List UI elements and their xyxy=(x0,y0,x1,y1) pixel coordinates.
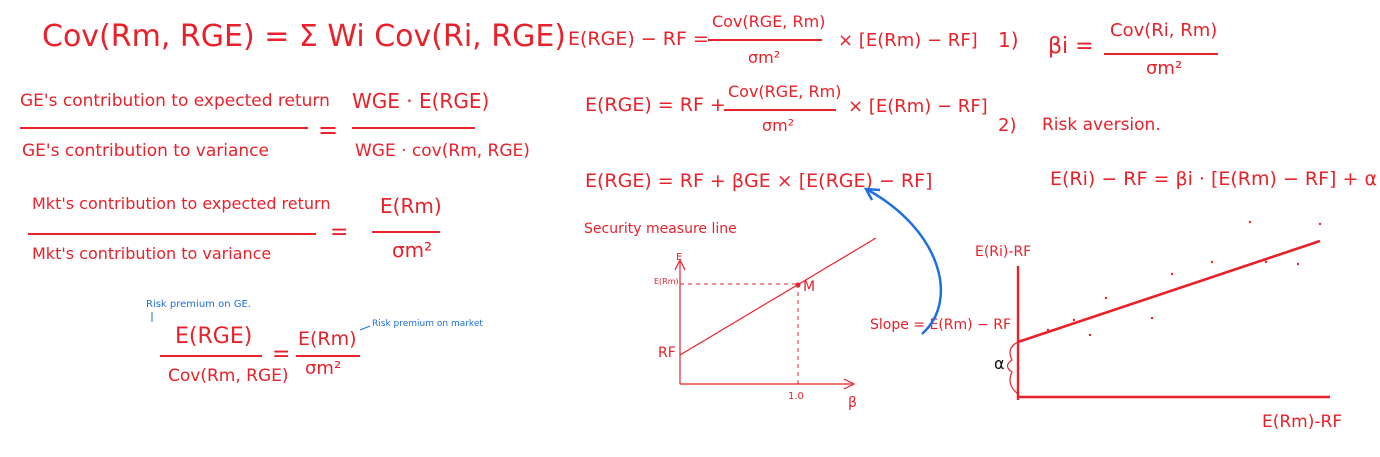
beta-variance-denominator: σm² xyxy=(1146,58,1183,79)
scatter-point xyxy=(1296,262,1300,266)
ge-market-covariance: Cov(Rm, RGE) xyxy=(168,366,289,386)
market-note-arrow xyxy=(359,325,371,331)
market-variance: σm² xyxy=(305,358,342,379)
capm-variance-denominator: σm² xyxy=(762,116,795,135)
market-variance: σm² xyxy=(392,238,433,262)
ge-return-contribution-label: GE's contribution to expected return xyxy=(20,91,330,111)
slope-arrow xyxy=(867,188,943,335)
sml-risk-free-label: RF xyxy=(658,345,676,361)
market-expected-return: E(Rm) xyxy=(380,194,442,218)
capm-beta-equation: E(RGE) = RF + βGE × [E(RGE) − RF] xyxy=(585,170,933,192)
item-1-marker: 1) xyxy=(998,28,1019,52)
ge-risk-premium: E(RGE) xyxy=(175,324,253,349)
capm-expected-return-lhs: E(RGE) = RF + xyxy=(585,94,726,116)
scatter-points xyxy=(1046,220,1322,337)
equals-sign: = xyxy=(330,220,349,245)
mkt-variance-contribution-label: Mkt's contribution to variance xyxy=(32,244,272,263)
equals-sign: = xyxy=(272,342,291,367)
alpha-plot xyxy=(1006,220,1330,400)
sml-market-point-label: M xyxy=(803,279,816,295)
scatter-point xyxy=(1104,296,1108,300)
sml-chart xyxy=(674,237,877,390)
scatter-point xyxy=(1210,260,1214,264)
scatter-point xyxy=(1088,333,1092,337)
scatter-point xyxy=(1046,328,1050,332)
alpha-capm-equation: E(Ri) − RF = βi · [E(Rm) − RF] + α xyxy=(1050,168,1377,190)
capm-covariance-numerator: Cov(RGE, Rm) xyxy=(728,82,842,101)
item-2-marker: 2) xyxy=(998,115,1017,136)
scatter-point xyxy=(1248,220,1252,224)
alpha-brace xyxy=(1006,341,1019,395)
slope-annotation: Slope = E(Rm) − RF xyxy=(870,317,1012,333)
scatter-point xyxy=(1072,318,1076,322)
sml-market-return-label: E(Rm) xyxy=(654,277,679,286)
plot-alpha-label: α xyxy=(994,354,1005,373)
scatter-point xyxy=(1264,260,1268,264)
scatter-point xyxy=(1318,222,1322,226)
capm-excess-return-lhs: E(RGE) − RF = xyxy=(568,28,709,50)
sml-beta-tick: 1.0 xyxy=(788,391,804,402)
ge-weighted-return: WGE · E(RGE) xyxy=(352,89,490,113)
capm-market-premium: × [E(Rm) − RF] xyxy=(838,30,978,51)
sml-x-axis-label: β xyxy=(848,395,857,411)
beta-definition-lhs: βi = xyxy=(1048,34,1094,59)
scatter-point xyxy=(1150,316,1154,320)
sml-y-arrowhead xyxy=(674,258,686,271)
mkt-return-contribution-label: Mkt's contribution to expected return xyxy=(32,194,331,213)
capm-variance-denominator: σm² xyxy=(748,48,781,67)
plot-y-axis-label: E(Ri)-RF xyxy=(975,244,1032,260)
sml-market-point xyxy=(795,282,801,288)
sml-y-axis-label: E xyxy=(676,252,683,263)
beta-covariance-numerator: Cov(Ri, Rm) xyxy=(1110,20,1218,41)
slope-arrowhead xyxy=(863,187,881,201)
equals-sign: = xyxy=(318,116,339,144)
risk-premium-market-note: Risk premium on market xyxy=(372,319,483,329)
ge-variance-contribution-label: GE's contribution to variance xyxy=(22,141,269,161)
sml-x-arrowhead xyxy=(843,378,856,390)
risk-aversion-heading: Risk aversion. xyxy=(1042,115,1161,135)
sml-title: Security measure line xyxy=(584,221,737,237)
scatter-point xyxy=(1170,272,1174,276)
alpha-regression-line xyxy=(1017,239,1321,344)
capm-covariance-numerator: Cov(RGE, Rm) xyxy=(712,12,826,31)
ge-weighted-covariance: WGE · cov(Rm, RGE) xyxy=(355,141,530,161)
risk-premium-ge-note: Risk premium on GE. xyxy=(146,299,251,310)
sml-line xyxy=(679,237,877,356)
market-risk-premium: E(Rm) xyxy=(298,328,357,350)
capm-market-premium: × [E(Rm) − RF] xyxy=(848,96,988,117)
covariance-decomposition-equation: Cov(Rm, RGE) = Σ Wi Cov(Ri, RGE) xyxy=(42,19,566,54)
plot-x-axis-label: E(Rm)-RF xyxy=(1262,412,1343,432)
